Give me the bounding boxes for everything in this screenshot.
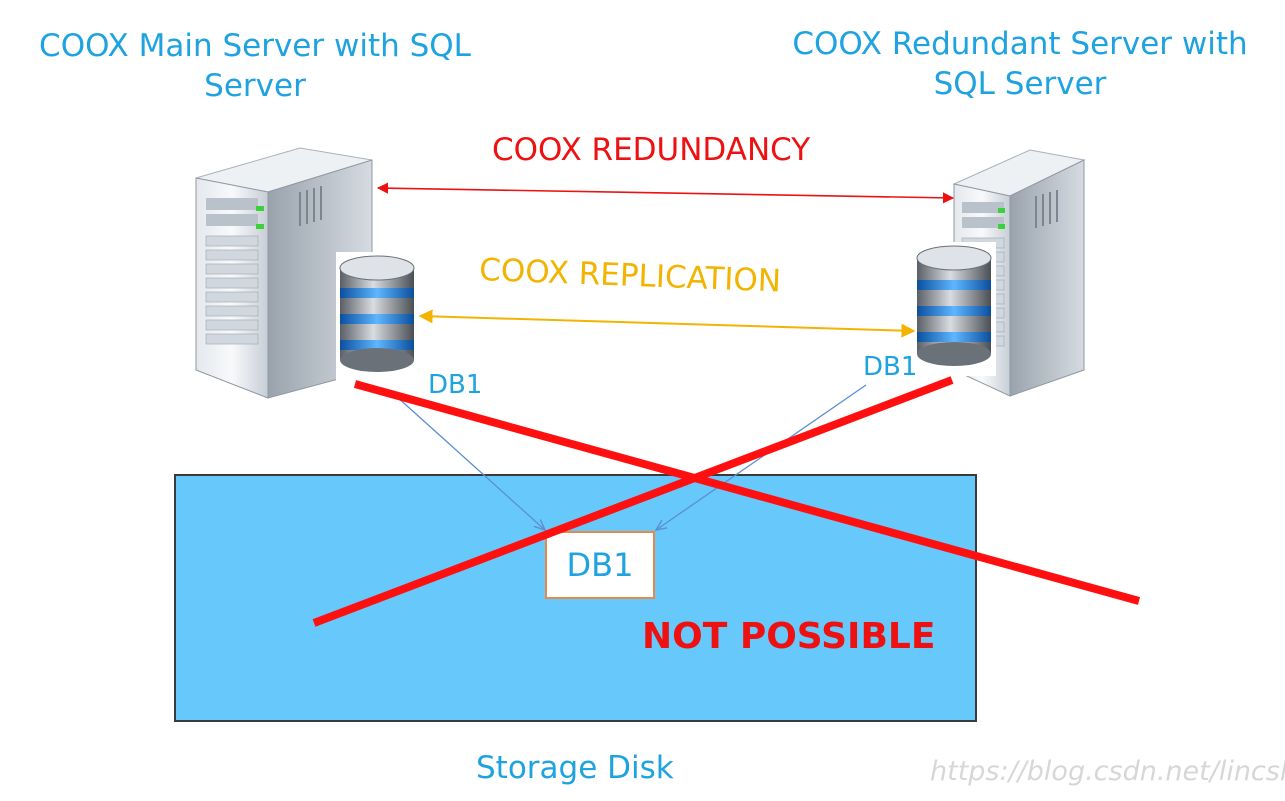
left-db-to-storage-arrow [395, 395, 545, 530]
cross-line-1 [353, 380, 1141, 605]
redundant-db-label: DB1 [863, 352, 918, 382]
redundancy-arrow [376, 182, 955, 204]
right-db-to-storage-arrow [656, 384, 867, 530]
redundant-server-title: COOX Redundant Server with SQL Server [792, 26, 1248, 102]
redundancy-label: COOX REDUNDANCY [492, 132, 811, 168]
main-db-label: DB1 [428, 370, 483, 400]
storage-db1-box: DB1 [545, 531, 655, 599]
cross-line-2 [312, 376, 954, 627]
storage-disk-label: Storage Disk [476, 750, 674, 786]
watermark: https://blog.csdn.net/lincshao [930, 756, 1285, 787]
not-possible-label: NOT POSSIBLE [642, 616, 936, 657]
main-server-title: COOX Main Server with SQL Server [39, 28, 471, 104]
replication-arrow [418, 309, 916, 338]
redundant-db-database-icon [912, 242, 996, 376]
main-db-database-icon [336, 252, 420, 380]
